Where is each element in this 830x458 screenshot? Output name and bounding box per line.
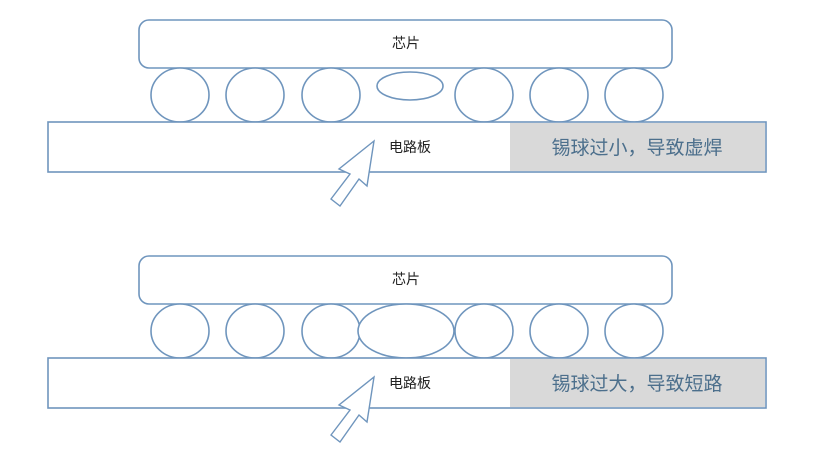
defect-note: 锡球过大，导致短路 — [551, 373, 722, 395]
solder-ball — [301, 303, 361, 359]
chip-rect — [138, 19, 673, 69]
solder-ball — [529, 303, 589, 359]
solder-ball — [529, 67, 589, 123]
solder-ball-row — [150, 67, 664, 123]
board-label: 电路板 — [389, 140, 431, 156]
solder-ball — [301, 67, 361, 123]
solder-ball-row — [150, 303, 664, 359]
undersized-solder-ball — [376, 71, 444, 101]
solder-ball — [225, 303, 285, 359]
solder-ball — [454, 303, 514, 359]
panel-oversized: 芯片 锡球过大，导致短路 电路板 — [47, 255, 767, 444]
board-label: 电路板 — [389, 376, 431, 392]
solder-ball — [150, 67, 210, 123]
defect-note: 锡球过小，导致虚焊 — [551, 137, 722, 159]
pointer-arrow-icon — [330, 139, 375, 208]
solder-ball — [604, 303, 664, 359]
chip-label: 芯片 — [392, 272, 420, 288]
chip-label: 芯片 — [392, 36, 420, 52]
defect-note-bg — [510, 123, 765, 171]
solder-ball — [225, 67, 285, 123]
panel-undersized: 芯片 锡球过小，导致虚焊 电路板 — [47, 19, 767, 208]
pointer-arrow-icon — [330, 375, 375, 444]
solder-ball — [150, 303, 210, 359]
defect-note-bg — [510, 359, 765, 407]
solder-ball — [604, 67, 664, 123]
solder-ball — [454, 67, 514, 123]
oversized-solder-ball — [357, 303, 455, 359]
